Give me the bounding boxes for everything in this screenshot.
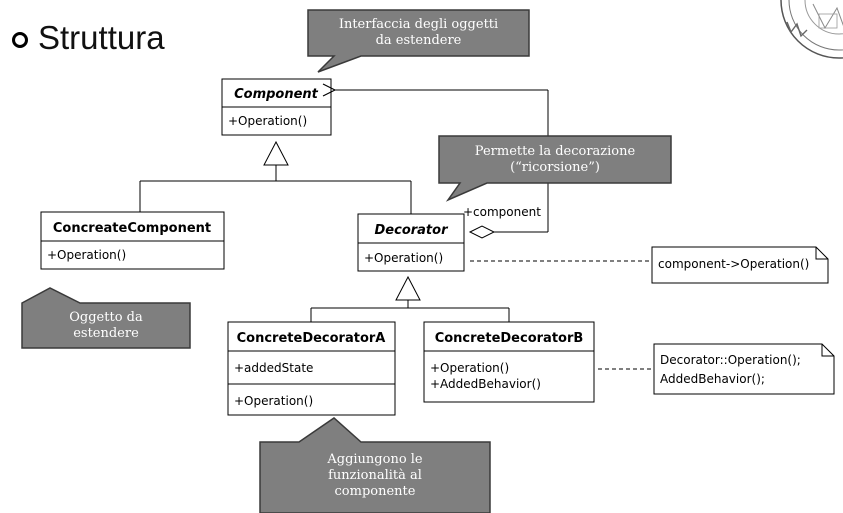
class-concrete-decorator-a: ConcreteDecoratorA +addedState +Operatio… — [227, 321, 396, 416]
callout-interface-line-1: Interfaccia degli oggetti — [338, 17, 499, 32]
callout-add: Aggiungono le funzionalità al componente — [260, 452, 490, 500]
callout-decoration-line-1: Permette la decorazione — [474, 144, 636, 159]
class-component: Component +Operation() — [221, 78, 332, 136]
concrete-decorator-a-name: ConcreteDecoratorA — [237, 331, 386, 346]
callout-interface-shape — [307, 9, 530, 73]
concrete-decorator-b-name: ConcreteDecoratorB — [435, 331, 584, 346]
concreate-component-operation: +Operation() — [47, 248, 126, 262]
decorator-name: Decorator — [375, 223, 450, 238]
note-concrete-b-operation: Decorator::Operation(); AddedBehavior(); — [598, 343, 835, 395]
component-role-label: +component — [463, 205, 541, 219]
callout-add-shape — [259, 417, 491, 513]
inheritance-component — [139, 140, 412, 214]
concreate-component-name: ConcreateComponent — [53, 221, 211, 236]
decorator-operation: +Operation() — [364, 251, 443, 265]
slide-title: Struttura — [38, 19, 165, 56]
callout-object-shape — [21, 287, 191, 349]
callout-decoration-line-2: (“ricorsione”) — [510, 160, 600, 175]
callout-decoration-shape — [438, 135, 672, 202]
callout-add-line-1: Aggiungono le — [327, 452, 423, 467]
aggregation-component — [335, 90, 549, 239]
class-decorator: Decorator +Operation() — [357, 213, 465, 272]
callout-interface: Interfaccia degli oggetti da estendere — [308, 17, 529, 49]
callout-decoration: Permette la decorazione (“ricorsione”) — [439, 144, 671, 176]
decorator-note-text: component->Operation() — [658, 257, 809, 271]
callout-add-line-2: funzionalità al — [328, 468, 422, 483]
callout-object: Oggetto da estendere — [22, 310, 190, 342]
component-operation: +Operation() — [228, 114, 307, 128]
concrete-decorator-b-added-behavior: +AddedBehavior() — [430, 377, 541, 391]
callout-add-line-3: componente — [334, 484, 416, 499]
callout-object-line-2: estendere — [73, 326, 139, 341]
concrete-decorator-b-operation: +Operation() — [430, 361, 509, 375]
component-name: Component — [234, 87, 319, 102]
class-concreate-component: ConcreateComponent +Operation() — [40, 211, 225, 270]
callout-interface-line-2: da estendere — [375, 33, 462, 48]
concrete-b-note-line-1: Decorator::Operation(); — [660, 353, 801, 367]
inheritance-decorator — [310, 275, 510, 322]
concrete-decorator-a-operation: +Operation() — [234, 394, 313, 408]
concrete-b-note-line-2: AddedBehavior(); — [660, 372, 765, 386]
callout-object-line-1: Oggetto da — [69, 310, 143, 325]
note-decorator-operation: component->Operation() — [470, 246, 829, 284]
title-bullet-icon — [12, 32, 28, 48]
concrete-decorator-a-attribute: +addedState — [234, 361, 313, 375]
university-seal-icon — [780, 0, 843, 59]
class-concrete-decorator-b: ConcreteDecoratorB +Operation() +AddedBe… — [423, 321, 595, 403]
